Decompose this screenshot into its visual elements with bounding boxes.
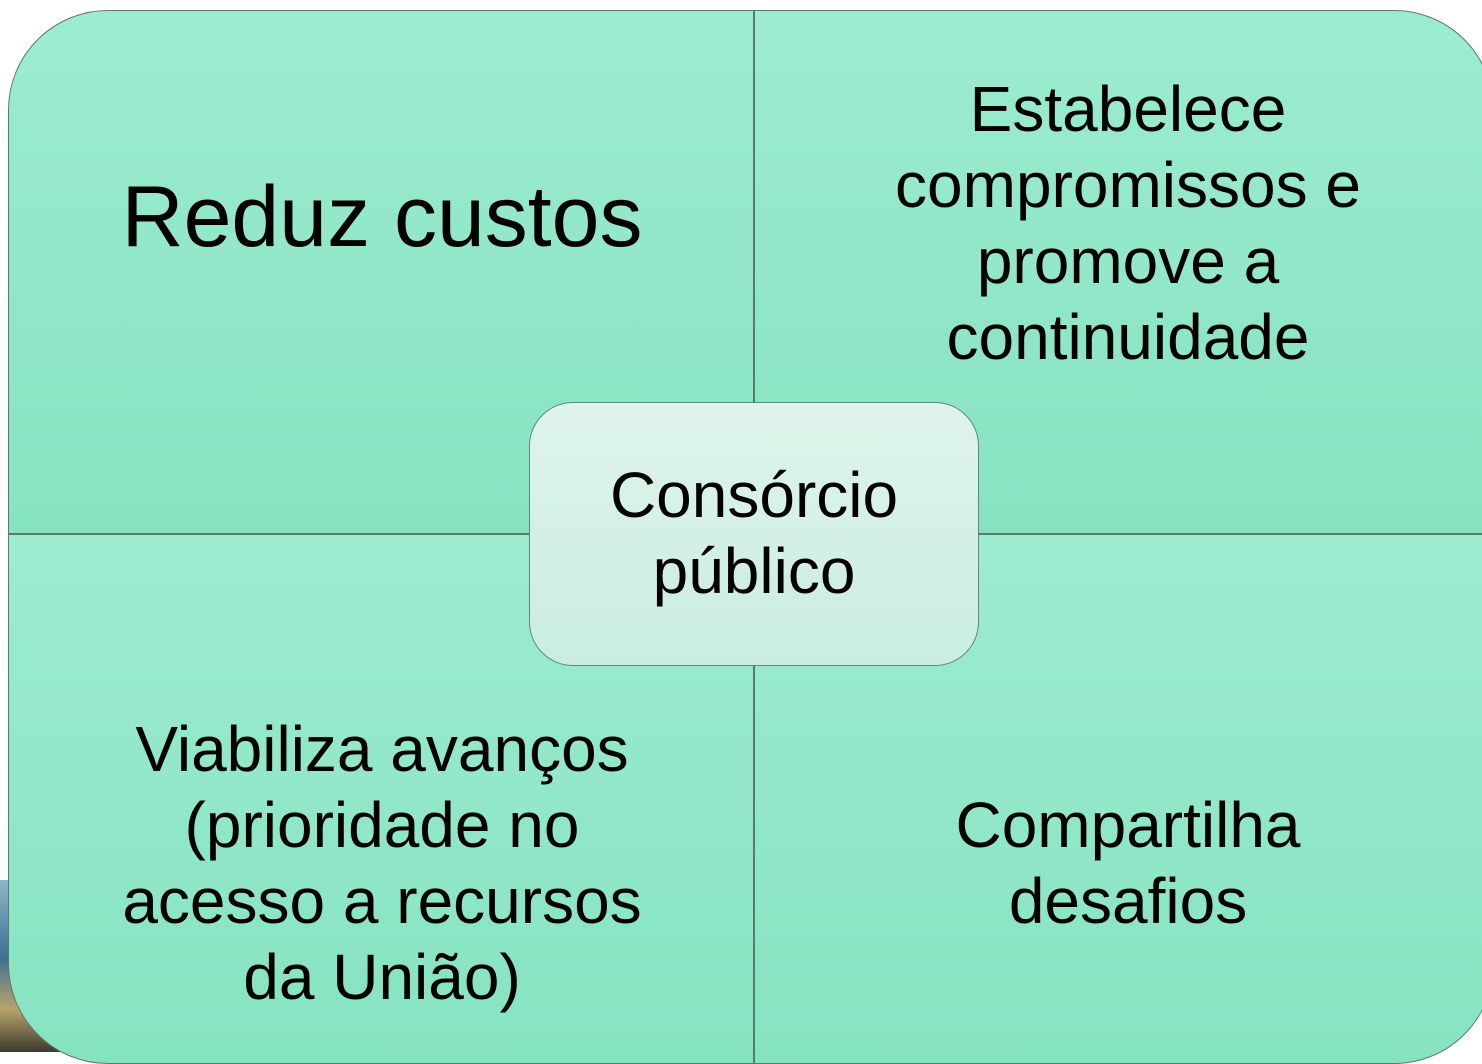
center-node-label: Consórcio público bbox=[609, 459, 899, 607]
quadrant-top-right-label: Estabelece compromissos e promove a cont… bbox=[895, 73, 1361, 373]
quadrant-bottom-left-label: Viabiliza avanços (prioridade no acesso … bbox=[122, 713, 642, 1013]
center-node: Consórcio público bbox=[529, 402, 979, 666]
quadrant-bottom-right-label: Compartilha desafios bbox=[955, 789, 1301, 937]
quadrant-top-left-label: Reduz custos bbox=[121, 169, 643, 265]
